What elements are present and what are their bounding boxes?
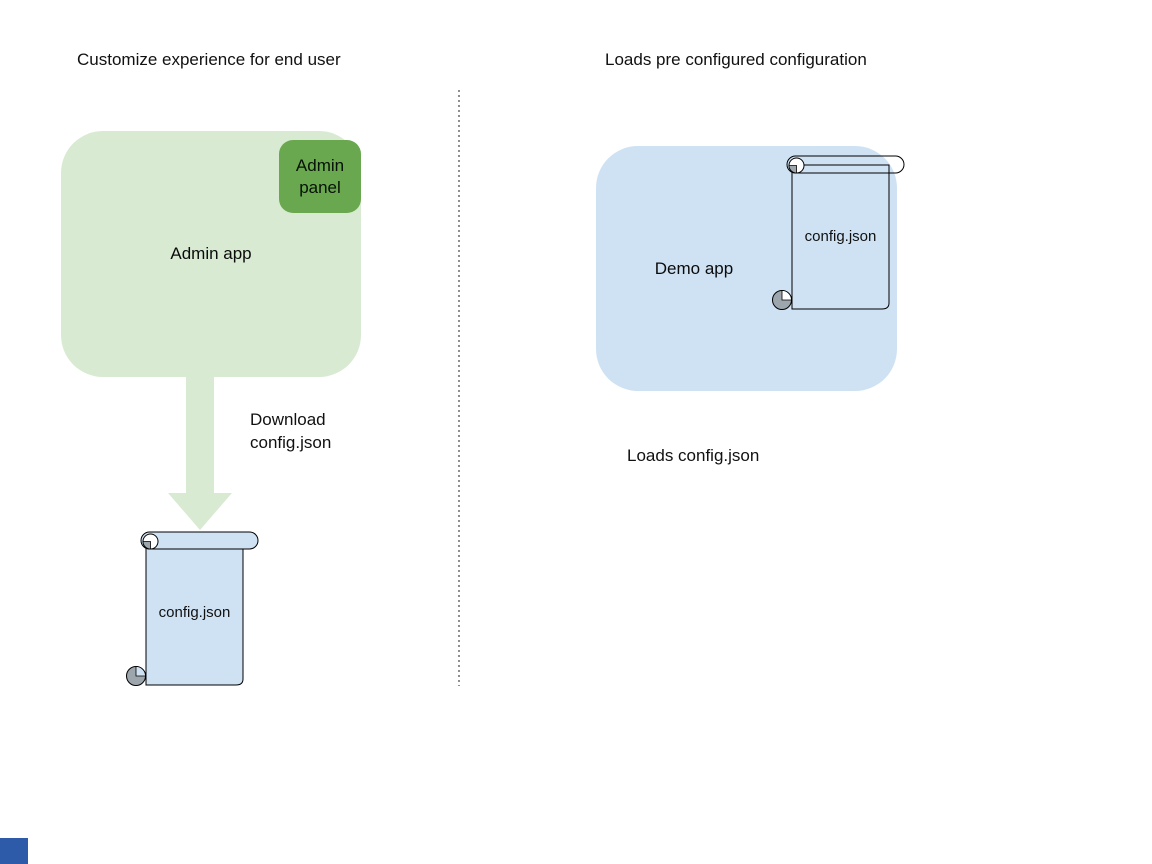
scroll-shape-icon — [772, 154, 906, 312]
download-arrow-label: Download config.json — [250, 410, 332, 452]
scroll-shape-icon — [126, 530, 260, 688]
admin-app-label: Admin app — [170, 244, 252, 263]
config-json-scroll-icon-left: config.json — [126, 530, 260, 688]
admin-panel-shape: Admin panel — [279, 140, 361, 213]
right-panel-title: Loads pre configured configuration — [605, 50, 867, 69]
left-panel-title: Customize experience for end user — [77, 50, 341, 69]
panel-divider — [458, 90, 460, 686]
config-json-scroll-icon-right: config.json — [772, 154, 906, 312]
config-json-label-left: config.json — [158, 604, 231, 621]
download-arrow-icon — [168, 377, 232, 530]
demo-app-label-area: Demo app — [596, 146, 792, 391]
demo-app-label: Demo app — [654, 258, 734, 278]
corner-marker — [0, 838, 28, 864]
demo-app-shape: Demo app — [596, 146, 897, 391]
loads-config-caption: Loads config.json — [627, 446, 760, 465]
config-json-label-right: config.json — [804, 228, 877, 245]
admin-panel-label: Admin panel — [295, 155, 345, 197]
